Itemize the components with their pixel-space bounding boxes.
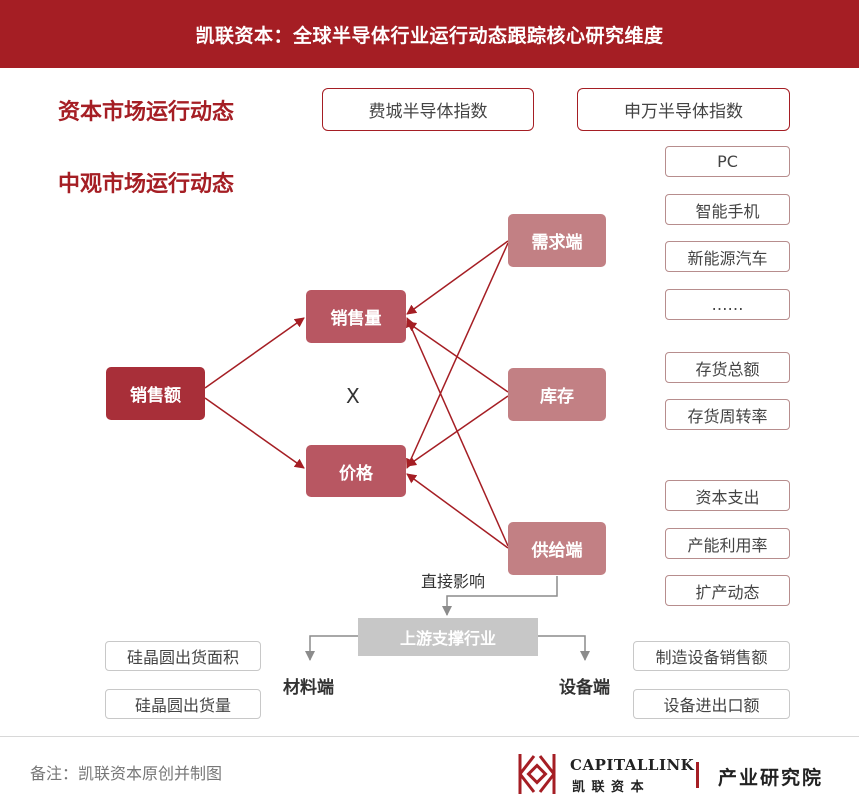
demand-item-smartphone: 智能手机 [665, 194, 790, 225]
equipment-label: 设备端 [559, 678, 610, 698]
node-sales-volume: 销售量 [306, 290, 406, 343]
arrow-demand-to-price [406, 242, 509, 469]
section-meso-market: 中观市场运行动态 [58, 172, 235, 197]
logo-english-name: CAPITALLINK [570, 756, 695, 774]
logo-chinese-name: 凯 联 资 本 [572, 780, 645, 795]
inventory-item-turnover: 存货周转率 [665, 399, 790, 430]
arrow-supply-to-volume [406, 317, 509, 547]
index-box-sw: 申万半导体指数 [577, 88, 790, 131]
materials-label: 材料端 [283, 678, 334, 698]
arrow-supply-to-upstream [442, 576, 558, 616]
demand-item-nev: 新能源汽车 [665, 241, 790, 272]
multiply-sign: X [346, 384, 360, 408]
materials-item-wafer-area: 硅晶圆出货面积 [105, 641, 261, 671]
arrow-amount-to-volume [204, 317, 305, 389]
node-sales-amount: 销售额 [106, 367, 205, 420]
arrow-upstream-to-equipment [538, 635, 590, 661]
materials-item-wafer-volume: 硅晶圆出货量 [105, 689, 261, 719]
node-inventory: 库存 [508, 368, 606, 421]
arrow-demand-to-volume [406, 240, 509, 315]
supply-item-utilization: 产能利用率 [665, 528, 790, 559]
footer-divider [0, 736, 859, 737]
supply-item-expansion: 扩产动态 [665, 575, 790, 606]
equipment-item-trade: 设备进出口额 [633, 689, 790, 719]
equipment-item-sales: 制造设备销售额 [633, 641, 790, 671]
node-supply: 供给端 [508, 522, 606, 575]
node-price: 价格 [306, 445, 406, 497]
arrow-inventory-to-volume [406, 321, 509, 393]
demand-item-more: …… [665, 289, 790, 320]
logo-separator [696, 762, 699, 788]
demand-item-pc: PC [665, 146, 790, 177]
page-title-bar: 凯联资本：全球半导体行业运行动态跟踪核心研究维度 [0, 0, 859, 68]
direct-influence-label: 直接影响 [421, 572, 486, 591]
supply-item-capex: 资本支出 [665, 480, 790, 511]
capitallink-logo-icon [518, 754, 556, 794]
inventory-item-total: 存货总额 [665, 352, 790, 383]
footer-note: 备注：凯联资本原创并制图 [30, 764, 223, 783]
index-box-phlx: 费城半导体指数 [322, 88, 534, 131]
section-capital-market: 资本市场运行动态 [58, 100, 235, 125]
arrow-amount-to-price [204, 397, 305, 469]
page-title: 凯联资本：全球半导体行业运行动态跟踪核心研究维度 [195, 24, 664, 47]
upstream-industry-bar: 上游支撑行业 [358, 618, 538, 656]
arrow-supply-to-price [406, 473, 509, 549]
node-demand: 需求端 [508, 214, 606, 267]
institute-label: 产业研究院 [718, 767, 824, 789]
arrow-upstream-to-materials [305, 635, 358, 661]
